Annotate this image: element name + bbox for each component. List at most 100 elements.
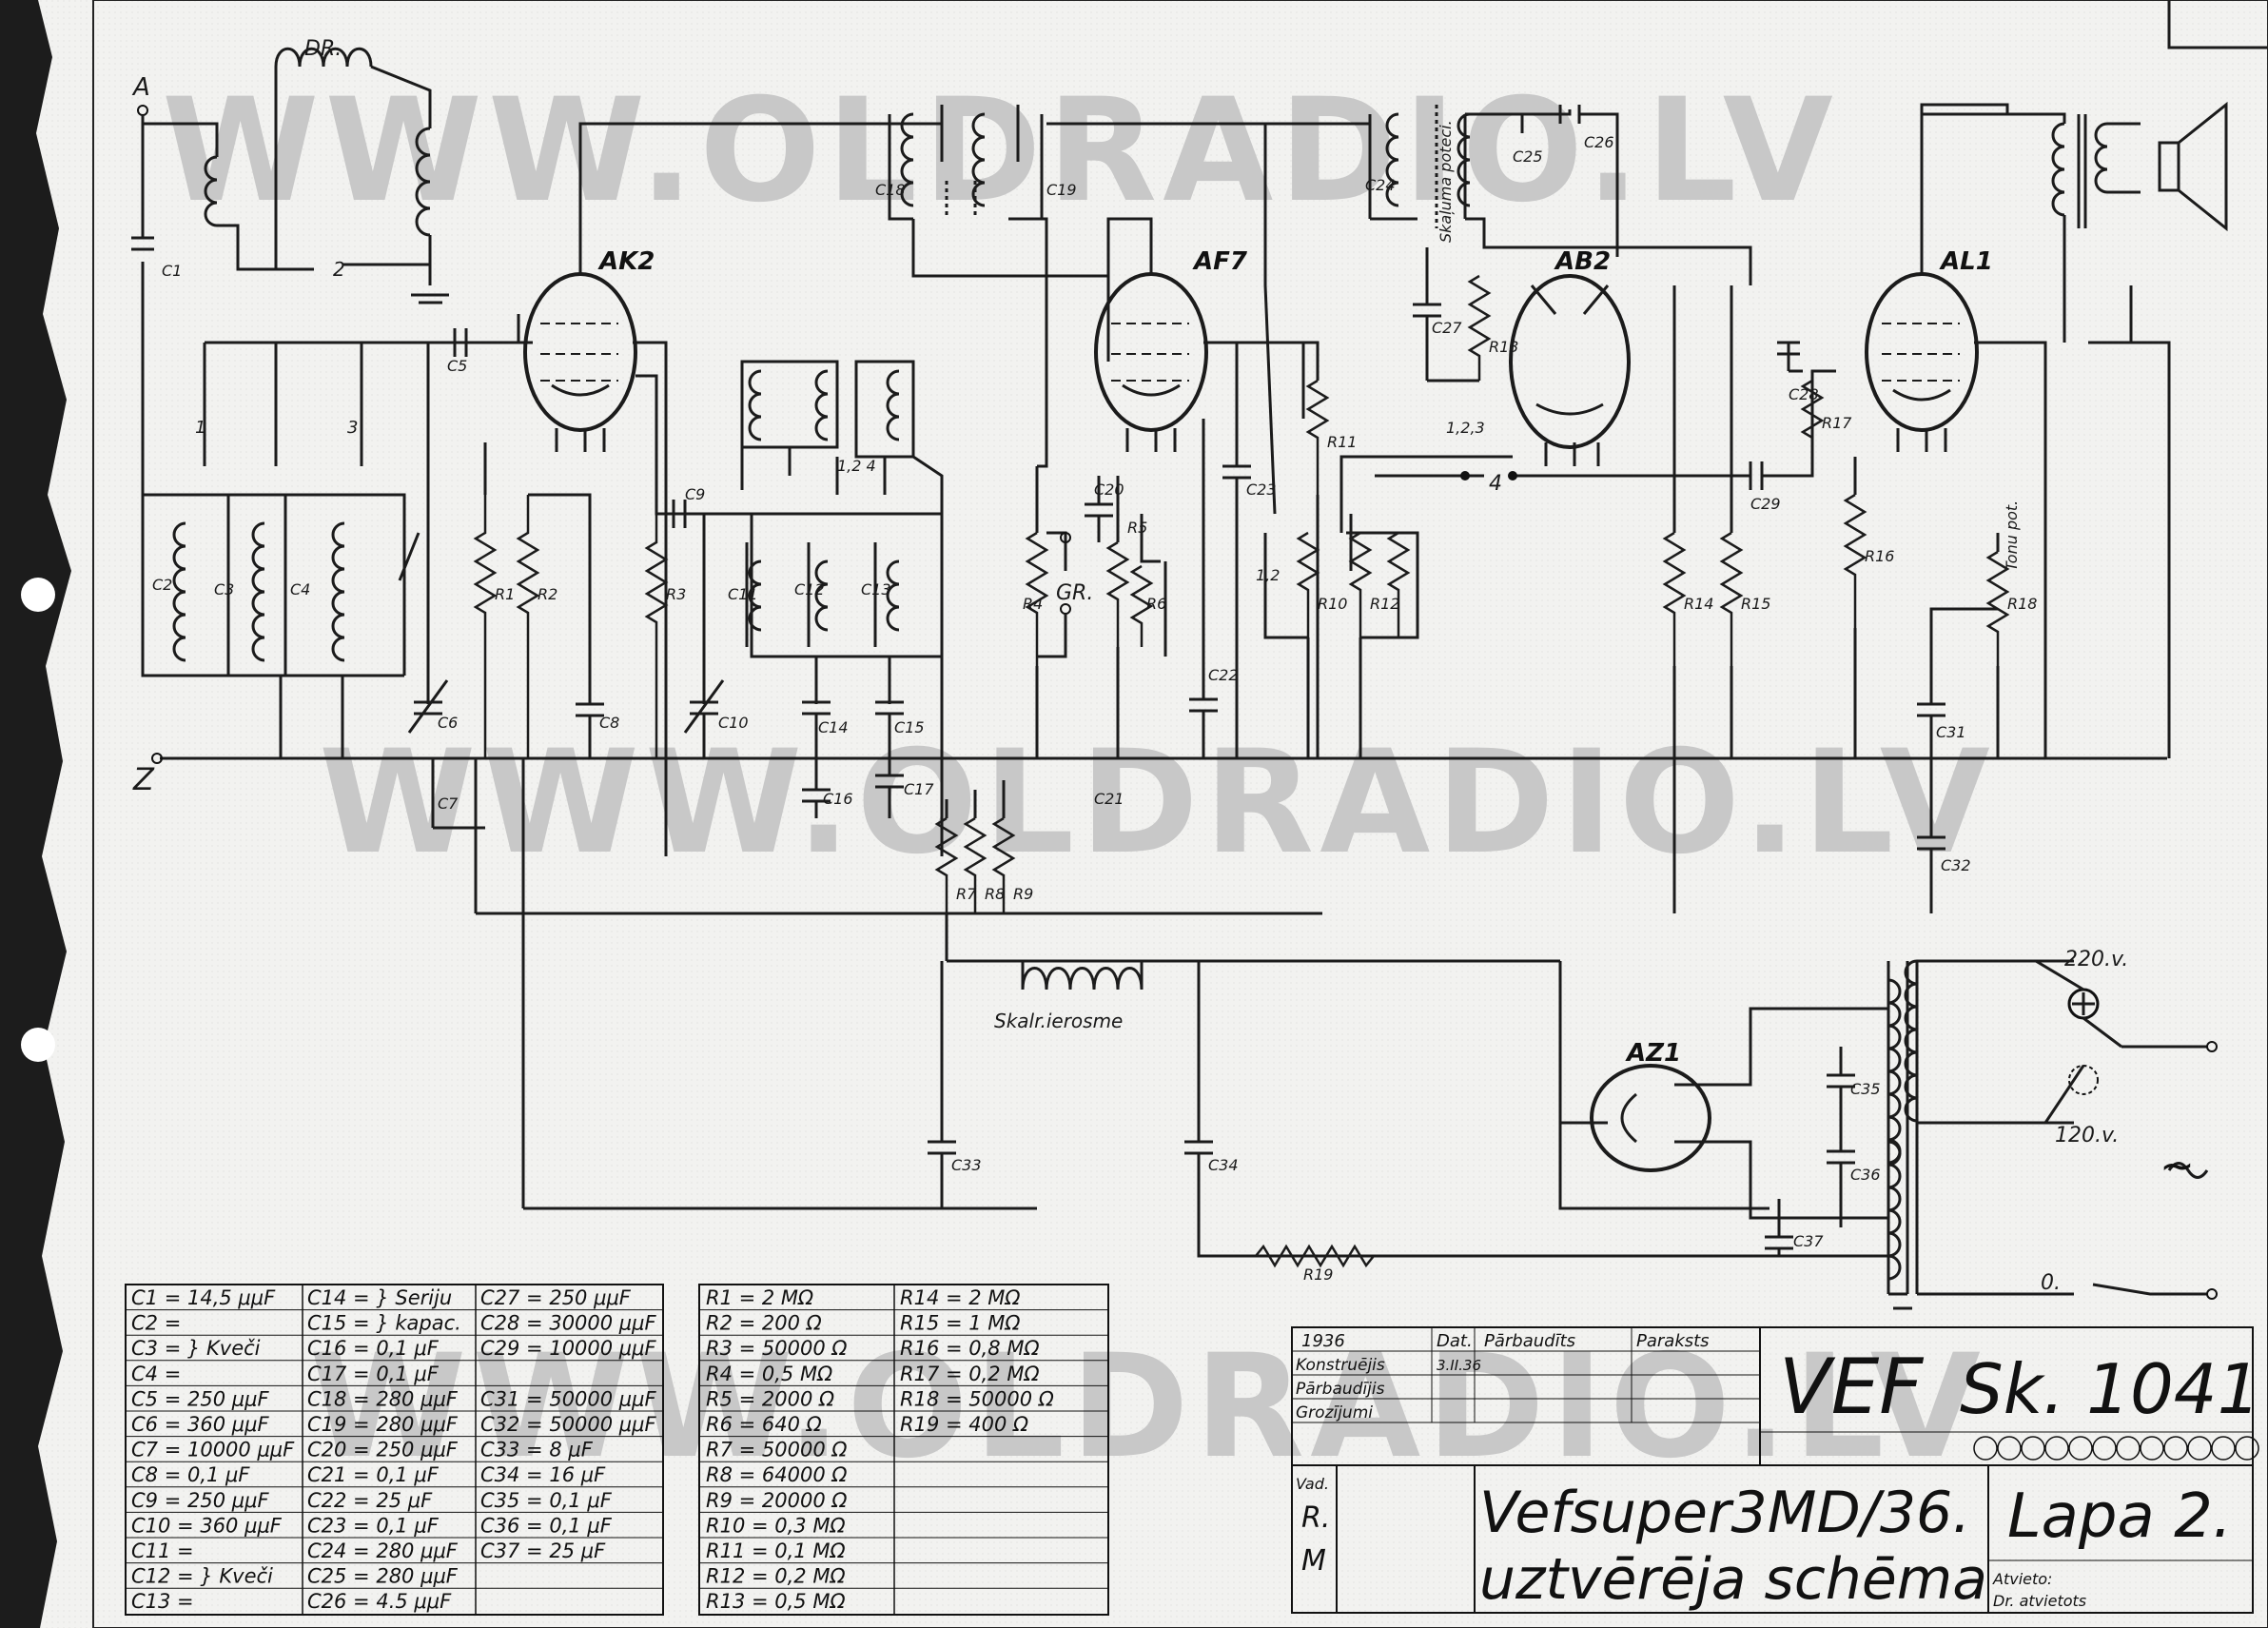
switch-12-label: 1,2 [1256,566,1280,584]
title-block: 1936 Dat. Pārbaudīts Paraksts Konstruēji… [1291,1326,2260,1614]
c20-label: C20 [1094,481,1124,499]
table-cell: C34 = 16 μF [480,1463,606,1486]
tube-al1-label: AL1 [1939,247,1993,276]
c31-label: C31 [1936,723,1966,741]
r1-label: R1 [495,585,515,603]
tube-af7-label: AF7 [1192,247,1248,276]
table-cell: C20 = 250 μμF [307,1439,459,1461]
table-cell: C15 = } kapac. [307,1312,461,1335]
r4-label: R4 [1023,595,1043,613]
table-cell: C25 = 280 μμF [307,1565,459,1588]
table-cell: R18 = 50000 Ω [900,1387,1054,1410]
switch-1-label: 1 [195,418,205,438]
table-cell: R9 = 20000 Ω [706,1489,847,1512]
title-circle [2140,1436,2164,1461]
tube-az1-label: AZ1 [1625,1039,1681,1068]
ac-symbol: ~ [2160,1142,2195,1190]
title-dat-header: Dat. [1437,1331,1473,1351]
c4-label: C4 [290,580,310,598]
switch-124-label: 1,2 4 [837,457,876,475]
tube-ab2 [1509,274,1631,449]
c19-label: C19 [1046,181,1077,199]
r12-label: R12 [1370,595,1399,613]
c18-label: C18 [875,181,906,199]
table-cell: C12 = } Kveči [131,1565,273,1588]
switch-4-label: 4 [1489,472,1502,496]
table-cell: C5 = 250 μμF [131,1387,269,1410]
title-circle [2021,1436,2045,1461]
r9-label: R9 [1013,885,1033,903]
r18-label: R18 [2007,595,2037,613]
title-date-value: 3.II.36 [1437,1357,1481,1374]
volume-pot-label: Skaļuma poteci. [1437,120,1455,243]
table-cell: C1 = 14,5 μμF [131,1286,276,1309]
c24-label: C24 [1365,176,1396,194]
c3-label: C3 [214,580,234,598]
r7-label: R7 [956,885,977,903]
table-cell: C33 = 8 μF [480,1439,594,1461]
c10-label: C10 [718,714,749,732]
r19-label: R19 [1303,1265,1333,1284]
table-cell: R19 = 400 Ω [900,1413,1028,1436]
table-cell: R6 = 640 Ω [706,1413,822,1436]
c7-label: C7 [438,794,459,813]
title-circle [2116,1436,2141,1461]
title-brand: VEF [1779,1343,1924,1431]
title-circle [2044,1436,2069,1461]
table-cell: C17 = 0,1 μF [307,1363,440,1385]
switch-123-label: 1,2,3 [1446,419,1485,437]
table-cell: C4 = [131,1363,181,1385]
mains-120-label: 120.v. [2055,1124,2119,1147]
c15-label: C15 [894,718,925,736]
table-cell: C7 = 10000 μμF [131,1439,295,1461]
mains-220-label: 220.v. [2064,948,2128,971]
table-cell: R10 = 0,3 MΩ [706,1514,846,1537]
c9-label: C9 [685,485,705,503]
c5-label: C5 [447,357,467,375]
title-circle [1973,1436,1998,1461]
table-cell: C37 = 25 μF [480,1540,606,1562]
table-cell: R8 = 64000 Ω [706,1463,847,1486]
table-cell: R11 = 0,1 MΩ [706,1540,846,1562]
r14-label: R14 [1684,595,1713,613]
c34-label: C34 [1208,1156,1239,1174]
c17-label: C17 [904,780,934,798]
r11-label: R11 [1327,433,1357,451]
table-cell: R17 = 0,2 MΩ [900,1363,1040,1385]
tube-az1 [1590,1064,1711,1172]
table-cell: R3 = 50000 Ω [706,1337,847,1360]
title-circle [2092,1436,2117,1461]
title-r-mark: R. [1301,1501,1330,1535]
c37-label: C37 [1793,1232,1824,1250]
title-year: 1936 [1301,1331,1345,1351]
title-circle [2211,1436,2236,1461]
r13-label: R13 [1489,338,1518,356]
c13-label: C13 [861,580,891,598]
table-cell: C21 = 0,1 μF [307,1463,440,1486]
c8-label: C8 [599,714,619,732]
table-cell: C11 = [131,1540,194,1562]
title-circle [1997,1436,2022,1461]
title-approver: Atvieto: [1992,1570,2052,1588]
switch-2-label: 2 [333,258,345,281]
c21-label: C21 [1094,790,1124,808]
r3-label: R3 [666,585,686,603]
antenna-label: A [131,73,150,102]
c26-label: C26 [1584,133,1614,151]
table-cell: C6 = 360 μμF [131,1413,269,1436]
table-cell: C10 = 360 μμF [131,1514,283,1537]
table-cell: C23 = 0,1 μF [307,1514,440,1537]
watermark-3: WWW.OLDRADIO.LV [309,1324,1986,1490]
table-cell: R13 = 0,5 MΩ [706,1590,846,1613]
tube-ak2-label: AK2 [597,247,655,276]
table-cell: R12 = 0,2 MΩ [706,1565,846,1588]
table-cell: C32 = 50000 μμF [480,1413,657,1436]
c27-label: C27 [1432,319,1462,337]
c16-label: C16 [823,790,853,808]
c25-label: C25 [1513,147,1543,166]
table-cell: C3 = } Kveči [131,1337,261,1360]
table-cell: R2 = 200 Ω [706,1312,822,1335]
title-approver2: Dr. atvietots [1993,1592,2086,1610]
